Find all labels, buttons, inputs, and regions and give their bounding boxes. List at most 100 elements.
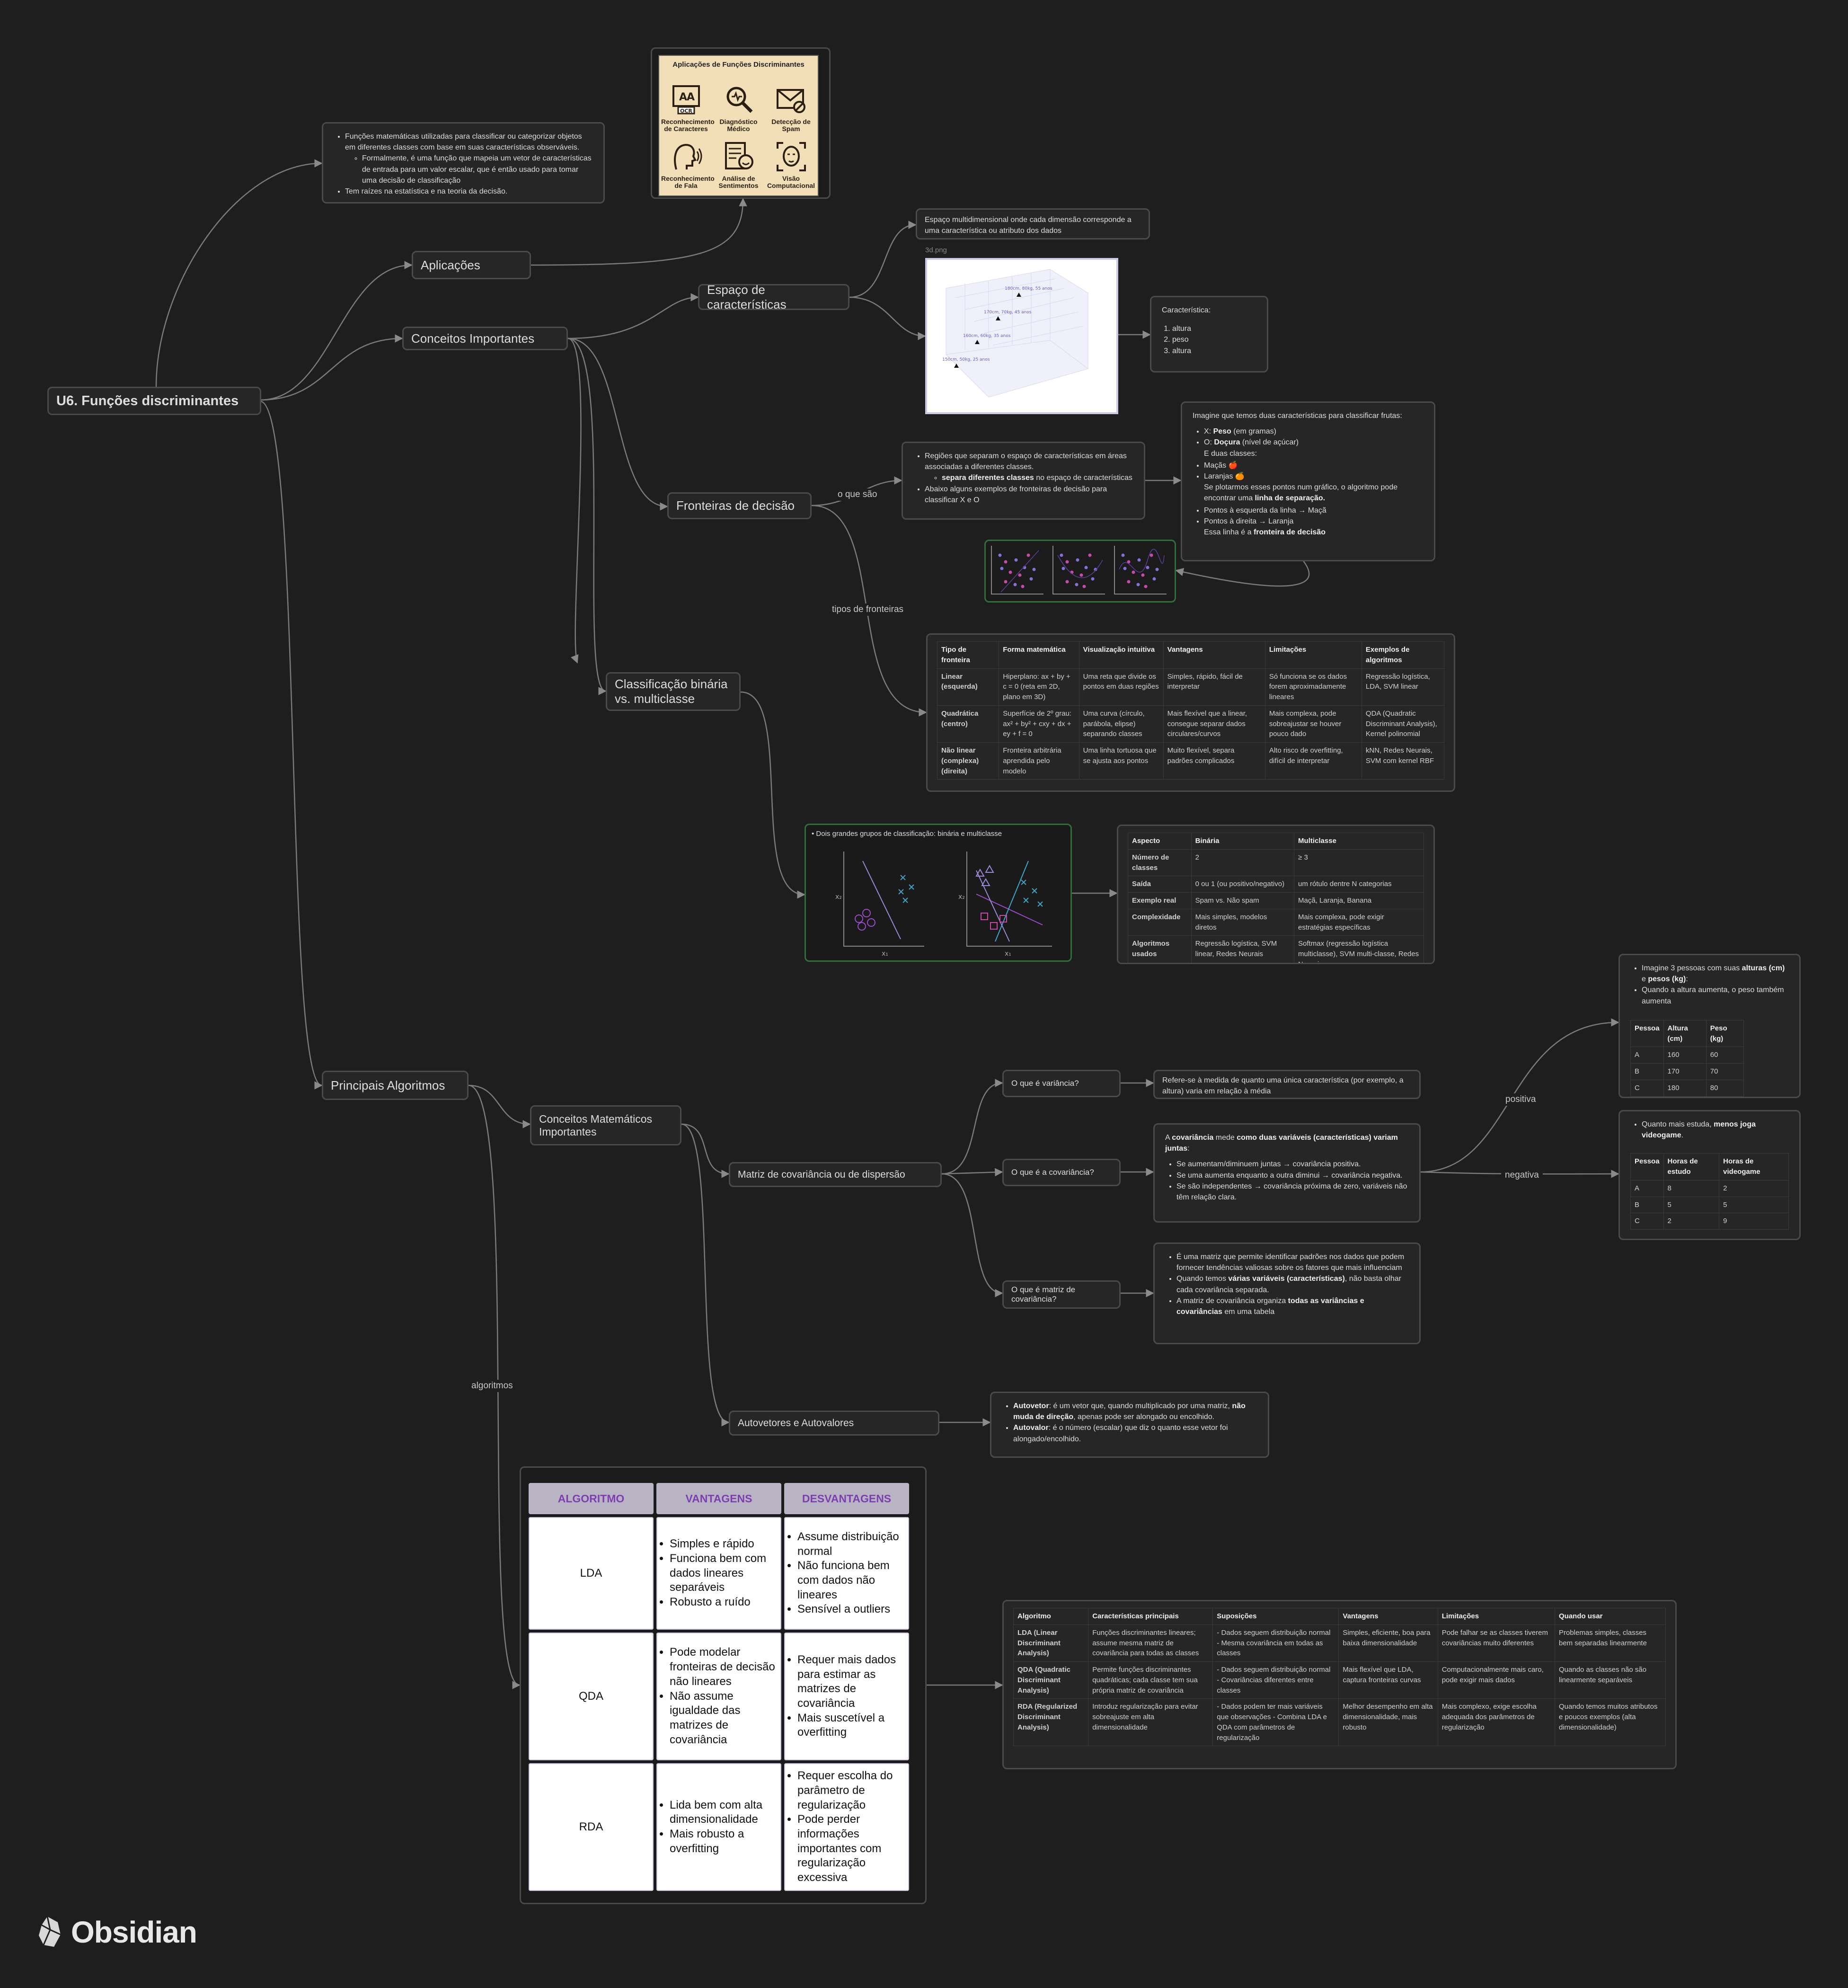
- binaria-cell-3-1: Mais simples, modelos diretos: [1191, 908, 1295, 936]
- fronteiras-header-3: Vantagens: [1163, 641, 1265, 669]
- autovalor-bold: Autovalor: [1013, 1424, 1049, 1432]
- fronteiras-header-1: Forma matemática: [999, 641, 1079, 669]
- autovalor-text: : é o número (escalar) que diz o quanto …: [1013, 1424, 1228, 1443]
- fronteiras-header-5: Exemplos de algoritmos: [1361, 641, 1445, 669]
- app-item-medical: Diagnóstico Médico: [714, 83, 763, 133]
- fronteiras-cell-2-3: Muito flexível, separa padrões complicad…: [1163, 742, 1265, 780]
- matriz-card[interactable]: É uma matriz que permite identificar pad…: [1153, 1242, 1421, 1344]
- boundary-panel-point: [1132, 570, 1135, 574]
- boundary-panel-point: [1082, 585, 1086, 588]
- covariancia-card[interactable]: A covariância mede como duas variáveis (…: [1153, 1123, 1421, 1223]
- frutas-plot-bold: linha de separação.: [1255, 494, 1326, 503]
- cov-intro-b2: como duas variáveis (características) va…: [1165, 1134, 1398, 1153]
- algo-cell-1-1: Permite funções discriminantes quadrátic…: [1088, 1661, 1213, 1699]
- frutas-intro: Imagine que temos duas características p…: [1193, 412, 1402, 420]
- root-node[interactable]: U6. Funções discriminantes: [47, 387, 261, 415]
- algo-grid-name-qda: QDA: [529, 1633, 654, 1760]
- espaco-card[interactable]: Espaço multidimensional onde cada dimens…: [916, 208, 1150, 240]
- algo-grid-desv-lda: Assume distribuição normalNão funciona b…: [784, 1517, 909, 1630]
- node-q-covariancia[interactable]: O que é a covariância?: [1002, 1159, 1121, 1186]
- variancia-card[interactable]: Refere-se à medida de quanto uma única c…: [1153, 1070, 1421, 1099]
- algo-cell-2-3: Melhor desempenho em alta dimensionalida…: [1338, 1698, 1438, 1747]
- positiva-cell-2-2: 80: [1706, 1079, 1744, 1097]
- node-aplicacoes[interactable]: Aplicações: [412, 251, 531, 279]
- caracteristica-item-3: altura: [1172, 346, 1256, 356]
- boundary-panel-point: [1084, 566, 1088, 569]
- plot3d-point-label-0: 180cm, 80kg, 55 anos: [1005, 286, 1052, 291]
- covariancia-intro: A covariância mede como duas variáveis (…: [1165, 1132, 1409, 1154]
- node-classificacao[interactable]: Classificação binária vs. multiclasse: [606, 672, 741, 711]
- edge-label-algoritmos: algoritmos: [468, 1380, 517, 1392]
- neg-b: menos joga videogame: [1642, 1120, 1756, 1140]
- edge-label-negativa: negativa: [1501, 1169, 1543, 1181]
- plot3d-filename: 3d.png: [925, 246, 947, 254]
- negativa-card[interactable]: Quanto mais estuda, menos joga videogame…: [1618, 1110, 1801, 1240]
- boundaries-image-node[interactable]: [984, 540, 1176, 603]
- node-autovetores[interactable]: Autovetores e Autovalores: [729, 1411, 939, 1436]
- algo-grid-desv-rda: Requer escolha do parâmetro de regulariz…: [784, 1763, 909, 1891]
- autovetor-card[interactable]: Autovetor: é um vetor que, quando multip…: [990, 1392, 1269, 1458]
- frutas-card[interactable]: Imagine que temos duas características p…: [1181, 401, 1435, 561]
- app-label-4: Análise de Sentimentos: [718, 175, 759, 190]
- binaria-plots: x₂ x₁ x₂ x₁: [835, 852, 1052, 958]
- negativa-cell-0-2: 2: [1719, 1180, 1789, 1197]
- boundary-panel-point: [1065, 580, 1069, 584]
- binaria-image-node[interactable]: • Dois grandes grupos de classificação: …: [805, 824, 1072, 962]
- boundary-panel-point: [1079, 573, 1083, 577]
- positiva-card[interactable]: Imagine 3 pessoas com suas alturas (cm) …: [1618, 954, 1801, 1098]
- matriz-bullet-2: Quando temos várias variáveis (caracterí…: [1176, 1273, 1409, 1295]
- qda-vant-1: Pode modelar fronteiras de decisão não l…: [670, 1645, 781, 1689]
- node-espaco[interactable]: Espaço de características: [698, 283, 849, 311]
- edge-espaco-card: [849, 221, 917, 298]
- node-matematicos[interactable]: Conceitos Matemáticos Importantes: [530, 1105, 681, 1145]
- rda-vant-2: Mais robusto a overfitting: [670, 1827, 781, 1856]
- algo-grid-header-algoritmo: ALGORITMO: [529, 1483, 654, 1514]
- positiva-header-0: Pessoa: [1630, 1020, 1664, 1047]
- boundary-panel-point: [1076, 558, 1079, 562]
- definition-card[interactable]: Funções matemáticas utilizadas para clas…: [322, 122, 605, 204]
- fronteiras-cell-1-2: Uma curva (círculo, parábola, elipse) se…: [1079, 705, 1164, 743]
- fronteiras-cell-0-5: Regressão logística, LDA, SVM linear: [1361, 668, 1445, 706]
- node-q-variancia[interactable]: O que é variância?: [1002, 1070, 1121, 1097]
- fronteiras-cell-0-3: Simples, rápido, fácil de interpretar: [1163, 668, 1265, 706]
- cov-item-2: Se uma aumenta enquanto a outra diminui …: [1176, 1170, 1409, 1181]
- edge-matematicos-autovetores: [681, 1123, 730, 1427]
- apps-image-title: Aplicações de Funções Discriminantes: [672, 61, 805, 69]
- boundary-panel-point: [1061, 567, 1065, 570]
- binaria-cell-0-1: 2: [1191, 849, 1295, 877]
- node-q-matriz[interactable]: O que é matriz de covariância?: [1002, 1280, 1121, 1309]
- node-principais[interactable]: Principais Algoritmos: [322, 1071, 469, 1100]
- obsidian-logo: Obsidian: [37, 1915, 197, 1950]
- node-conceitos[interactable]: Conceitos Importantes: [402, 327, 568, 350]
- matriz-b3a: A matriz de covariância organiza: [1176, 1296, 1288, 1305]
- boundary-panel-point: [1008, 570, 1012, 574]
- qda-vant-2: Não assume igualdade das matrizes de cov…: [670, 1689, 781, 1748]
- caracteristica-card[interactable]: Característica: altura peso altura: [1150, 296, 1268, 373]
- fronteiras-cell-0-1: Hiperplano: ax + by + c = 0 (reta em 2D,…: [999, 668, 1079, 706]
- node-fronteiras[interactable]: Fronteiras de decisão: [667, 492, 812, 519]
- algo-grid-node[interactable]: ALGORITMO VANTAGENS DESVANTAGENS LDA Sim…: [520, 1466, 927, 1904]
- algo-grid-desv-qda: Requer mais dados para estimar as matriz…: [784, 1633, 909, 1760]
- binary-x2-label: x₂: [835, 893, 842, 901]
- boundary-panel-point: [1032, 568, 1036, 571]
- regioes-bullet-1: Regiões que separam o espaço de caracter…: [925, 451, 1133, 472]
- algo-cell-2-1: Introduz regularização para evitar sobre…: [1088, 1698, 1213, 1747]
- matriz-b3c: em uma tabela: [1222, 1307, 1275, 1316]
- edge-label-o-que-sao: o que são: [834, 488, 881, 501]
- boundary-panel-point: [1152, 577, 1156, 581]
- node-matriz[interactable]: Matriz de covariância ou de dispersão: [729, 1162, 942, 1187]
- pos-e: :: [1686, 975, 1688, 984]
- fronteiras-cell-2-5: kNN, Redes Neurais, SVM com kernel RBF: [1361, 742, 1445, 780]
- boundary-panel-curve-2: [1119, 549, 1165, 573]
- negativa-header-2: Horas de videogame: [1719, 1153, 1789, 1180]
- autovalor-item: Autovalor: é o número (escalar) que diz …: [1013, 1422, 1257, 1444]
- boundary-panel-axes-2: [1114, 546, 1167, 595]
- regioes-card[interactable]: Regiões que separam o espaço de caracter…: [902, 442, 1145, 520]
